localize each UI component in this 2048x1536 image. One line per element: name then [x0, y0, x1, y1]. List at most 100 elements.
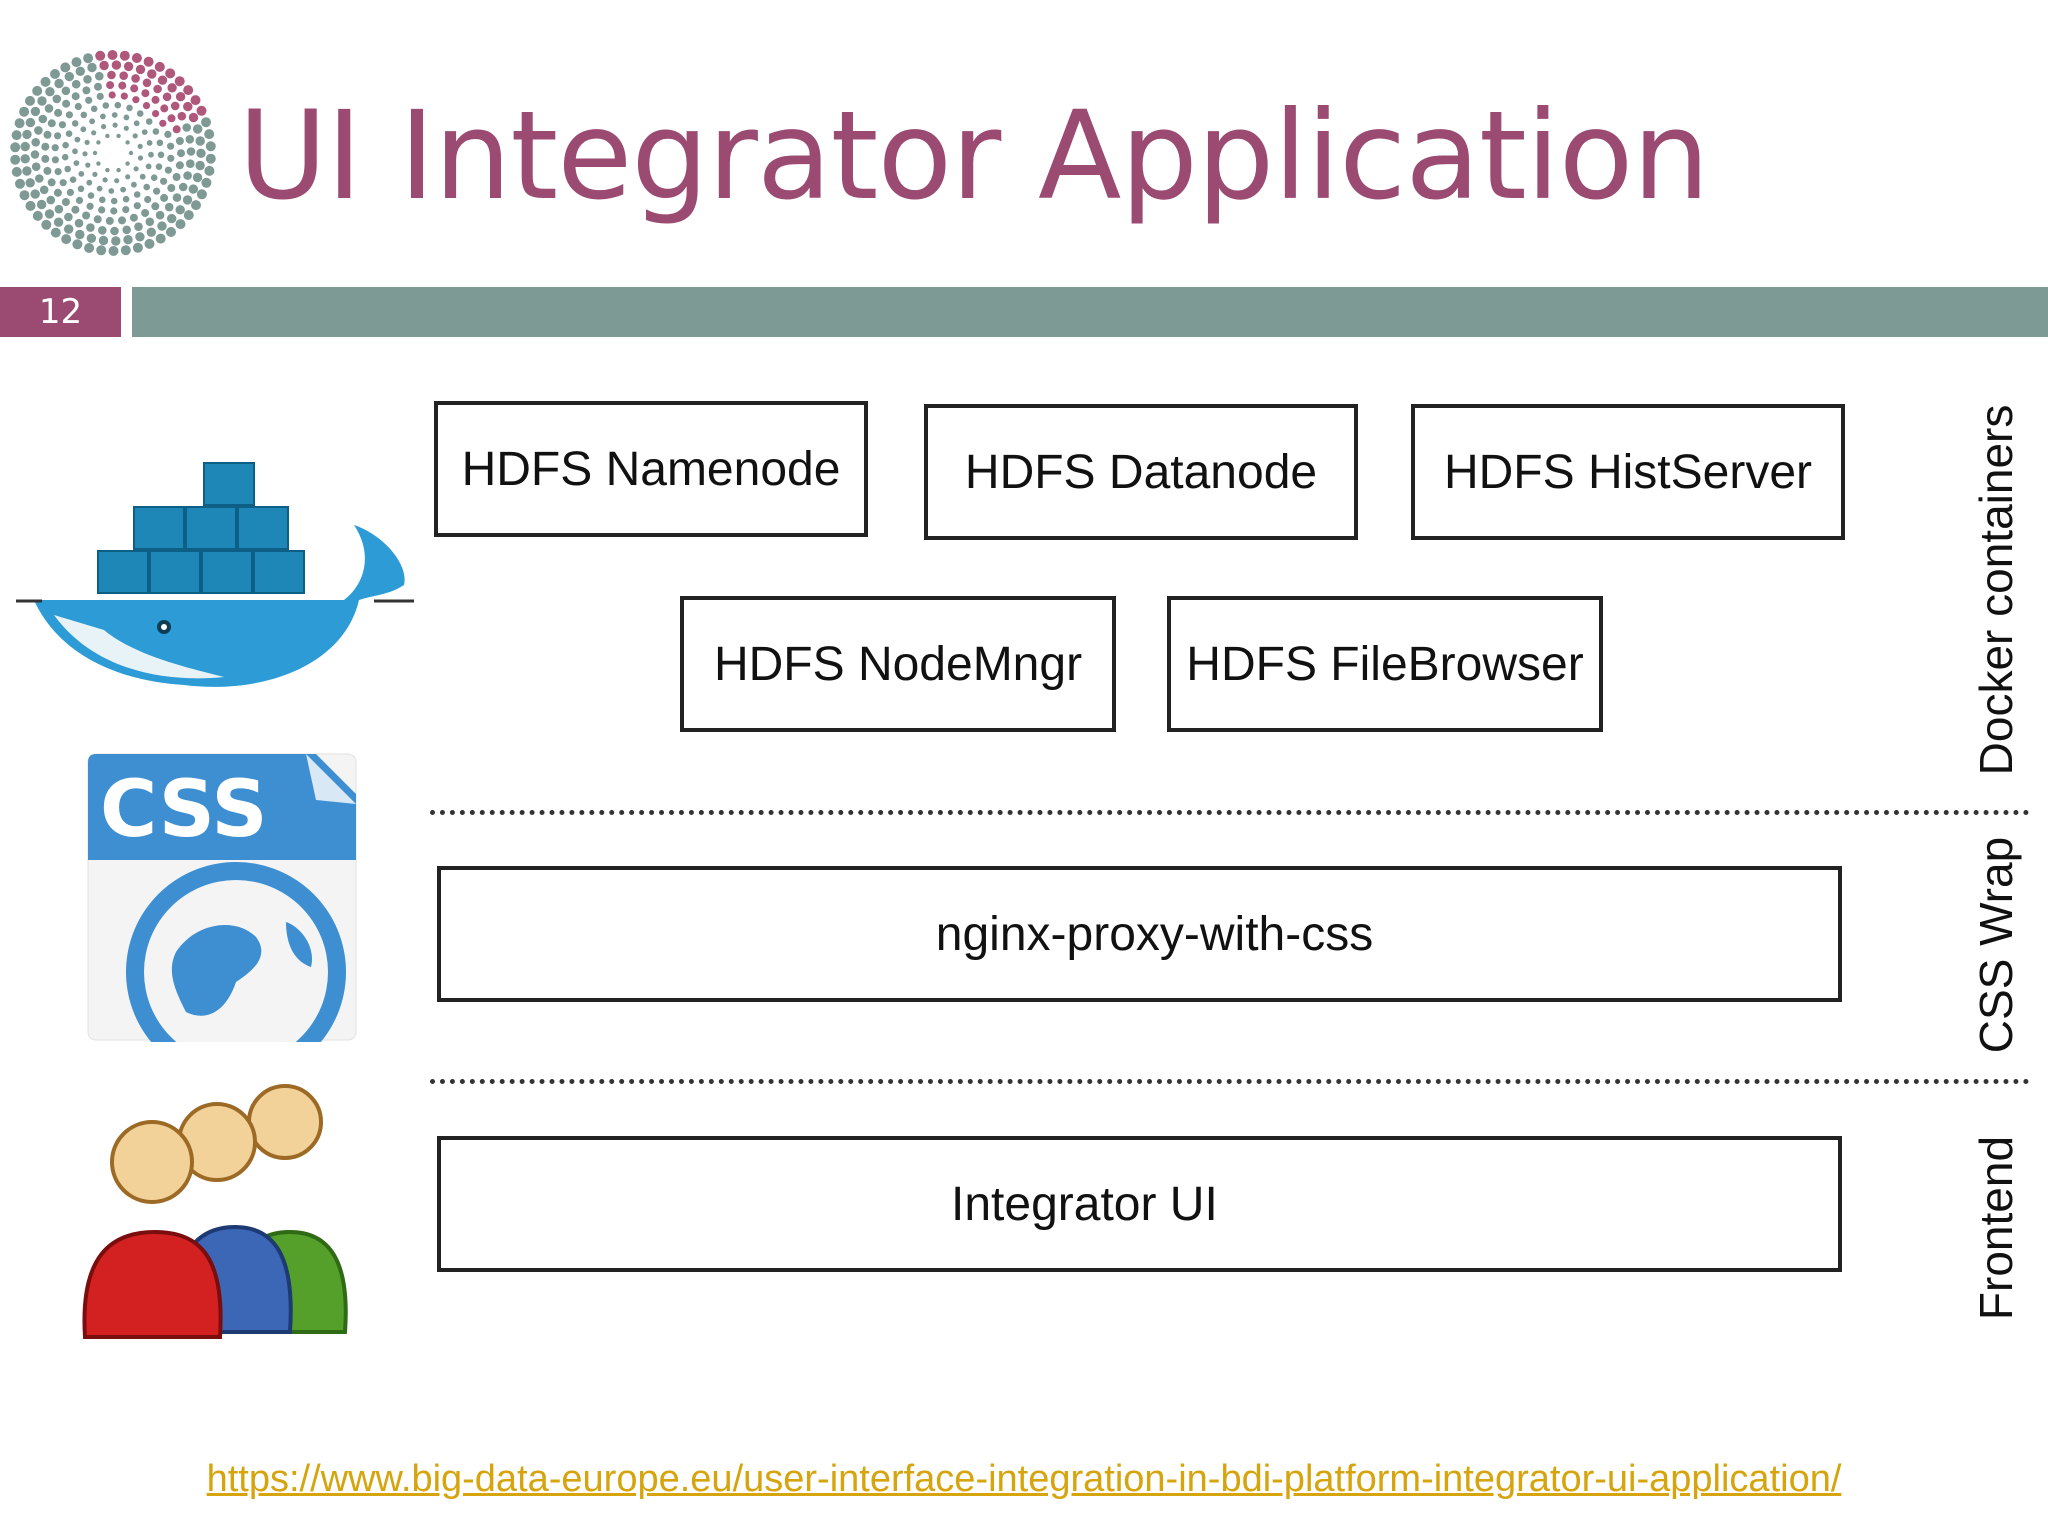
logo-dot [182, 123, 191, 132]
logo-dot [125, 140, 130, 145]
logo-dot [25, 178, 35, 188]
logo-dot [20, 154, 30, 164]
logo-dot [190, 95, 201, 106]
logo-dot [195, 136, 205, 146]
logo-dot [54, 108, 63, 117]
logo-dot [105, 133, 110, 139]
hdfs-datanode-box: HDFS Datanode [924, 404, 1358, 540]
logo-dot [22, 129, 32, 140]
logo-dot [45, 87, 55, 97]
logo-dot [167, 114, 176, 123]
logo-dot [30, 150, 40, 159]
logo-dot [75, 229, 85, 240]
integrator-ui-box: Integrator UI [437, 1136, 1842, 1272]
logo-dot [123, 235, 133, 245]
logo-dot [204, 129, 215, 140]
logo-dot [175, 137, 184, 145]
logo-dot [151, 95, 160, 104]
logo-dot [150, 174, 158, 181]
logo-dot [65, 111, 73, 119]
logo-dot [20, 141, 30, 152]
logo-dot [25, 200, 36, 211]
logo-dot [64, 212, 73, 222]
logo-dot [160, 104, 169, 113]
logo-dot [175, 92, 186, 102]
logo-dot [84, 139, 90, 145]
page-title: UI Integrator Application [238, 85, 1710, 227]
logo-dot [139, 173, 146, 180]
logo-dot [145, 163, 152, 170]
logo-dot [130, 84, 139, 93]
logo-dot [136, 110, 144, 117]
logo-dot [175, 205, 185, 215]
logo-dot [167, 213, 177, 224]
logo-dot [71, 205, 80, 214]
logo-dot [119, 71, 128, 80]
logo-dot [205, 153, 216, 164]
logo-dot [36, 199, 47, 210]
logo-dot [108, 91, 116, 99]
layer-label-docker: Docker containers [1970, 404, 2022, 776]
logo-dot [183, 171, 192, 180]
logo-dot [30, 189, 40, 199]
logo-dot [141, 209, 150, 217]
css-web-icon: CSS [87, 753, 357, 1042]
logo-dot [159, 119, 167, 127]
logo-dot [157, 75, 168, 85]
logo-dot [44, 104, 54, 113]
logo-dot [19, 106, 30, 117]
logo-dot [51, 156, 60, 164]
logo-dot [175, 219, 186, 230]
slide-number: 12 [0, 287, 121, 337]
logo-dot [86, 233, 97, 243]
logo-dot [39, 185, 49, 195]
logo-dot [111, 236, 121, 246]
logo-dot [32, 85, 43, 96]
logo-dot [183, 101, 193, 112]
logo-dot [61, 198, 70, 206]
svg-text:CSS: CSS [100, 765, 268, 855]
logo-dot [151, 202, 160, 211]
logo-dot [58, 121, 66, 129]
logo-dot [44, 209, 55, 219]
logo-dot [114, 101, 122, 109]
logo-dot [186, 159, 195, 168]
logo-dot [186, 147, 196, 156]
reference-link[interactable]: https://www.big-data-europe.eu/user-inte… [206, 1458, 1842, 1500]
logo-dot [82, 86, 91, 95]
logo-dot [142, 102, 151, 110]
logo-dot [191, 200, 201, 211]
logo-dot [132, 242, 143, 253]
logo-dot [92, 150, 98, 156]
docker-whale-icon [16, 462, 414, 687]
logo-dot [188, 112, 199, 123]
logo-dot [31, 162, 41, 171]
logo-dot [22, 166, 32, 176]
logo-dot [120, 92, 128, 100]
logo-dot [133, 191, 141, 198]
logo-dot [182, 195, 193, 205]
logo-dot [74, 136, 81, 143]
logo-dot [61, 153, 69, 161]
logo-dot [188, 184, 198, 194]
logo-dot [71, 92, 80, 101]
logo-dot [111, 60, 122, 70]
logo-dot [54, 78, 64, 89]
logo-dot [11, 166, 22, 177]
logo-dot [60, 62, 71, 73]
logo-dot [64, 165, 71, 173]
logo-dot [50, 227, 61, 238]
logo-dot [126, 104, 133, 112]
logo-dot [83, 53, 94, 64]
logo-dot [135, 64, 146, 75]
logo-dot [132, 133, 138, 139]
logo-dot [111, 112, 118, 118]
logo-dot [93, 215, 102, 224]
logo-dot [65, 130, 73, 137]
logo-dot [172, 173, 181, 181]
logo-dot [80, 126, 87, 133]
logo-dot [141, 129, 148, 135]
logo-dot [84, 243, 95, 253]
logo-dot [87, 62, 97, 73]
logo-dot [122, 195, 130, 203]
